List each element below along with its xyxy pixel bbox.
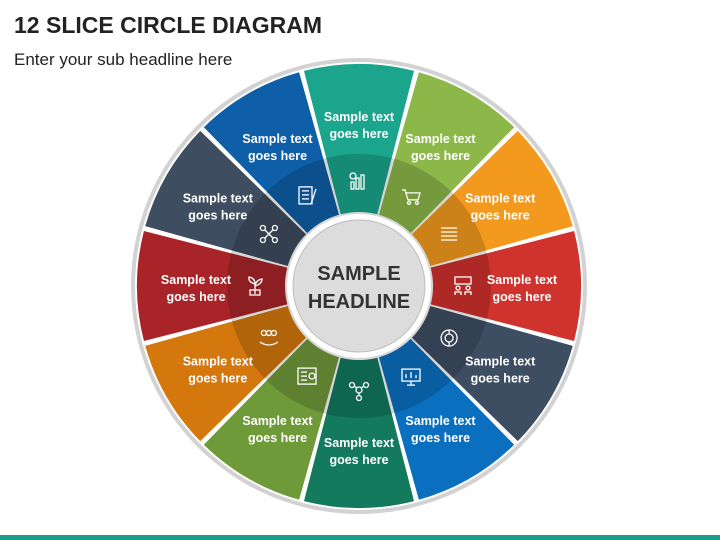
center-headline-line1: SAMPLE [317, 263, 400, 285]
icons [248, 172, 472, 402]
slice-7-label-line2: goes here [329, 453, 388, 467]
slice-8 [203, 338, 340, 500]
slice-9-label-line2: goes here [188, 372, 247, 386]
slice-11-label-line2: goes here [188, 209, 247, 223]
slice-3-label-line1: Sample text [465, 192, 536, 206]
page-title: 12 SLICE CIRCLE DIAGRAM [14, 12, 322, 38]
gear-network-icon [440, 329, 458, 347]
slice-11-label-line1: Sample text [183, 192, 254, 206]
center-headline-line2: HEADLINE [308, 291, 410, 313]
document-lines-icon [441, 227, 458, 241]
slice-3-label-line2: goes here [471, 209, 530, 223]
slice-11 [145, 130, 307, 267]
slice-4 [430, 230, 581, 342]
slice-4-label-line2: goes here [492, 290, 551, 304]
bar-chart-gear-icon [349, 172, 365, 190]
slice-7 [303, 357, 415, 508]
people-connection-icon [259, 224, 279, 244]
shop-cart-icon [402, 189, 421, 206]
bottom-accent-bar [0, 535, 720, 540]
monitor-chart-icon [401, 368, 421, 386]
slice-12-label-line2: goes here [248, 149, 307, 163]
center-disc [292, 219, 426, 353]
slice-9 [145, 305, 307, 442]
slice-2-label-line2: goes here [411, 149, 470, 163]
checklist-pen-icon [298, 186, 317, 205]
hand-people-icon [259, 329, 279, 346]
slice-6-label-line1: Sample text [405, 414, 476, 428]
slice-8-label-line2: goes here [248, 431, 307, 445]
slice-5-label-line2: goes here [471, 372, 530, 386]
growth-plant-icon [248, 276, 263, 296]
slice-8-label-line1: Sample text [242, 414, 313, 428]
slice-1 [303, 63, 415, 215]
report-dashboard-icon [297, 367, 317, 385]
slice-6-label-line2: goes here [411, 431, 470, 445]
team-presentation-icon [454, 276, 472, 295]
molecule-network-icon [348, 381, 370, 402]
slice-12-label-line1: Sample text [242, 132, 313, 146]
slice-9-label-line1: Sample text [183, 355, 254, 369]
slice-10 [137, 230, 288, 342]
slice-10-label-line2: goes here [166, 290, 225, 304]
slice-6 [378, 338, 515, 500]
slice-12 [203, 72, 340, 234]
slice-10-label-line1: Sample text [161, 273, 232, 287]
page-subtitle: Enter your sub headline here [14, 50, 233, 69]
slice-2-label-line1: Sample text [405, 132, 476, 146]
slice-1-label-line1: Sample text [324, 110, 395, 124]
slice-1-label-line2: goes here [329, 127, 388, 141]
slice-5-label-line1: Sample text [465, 355, 536, 369]
center-circle: SAMPLE HEADLINE [287, 214, 431, 358]
slices [137, 63, 581, 508]
slice-7-label-line1: Sample text [324, 436, 395, 450]
slice-4-label-line1: Sample text [487, 273, 558, 287]
